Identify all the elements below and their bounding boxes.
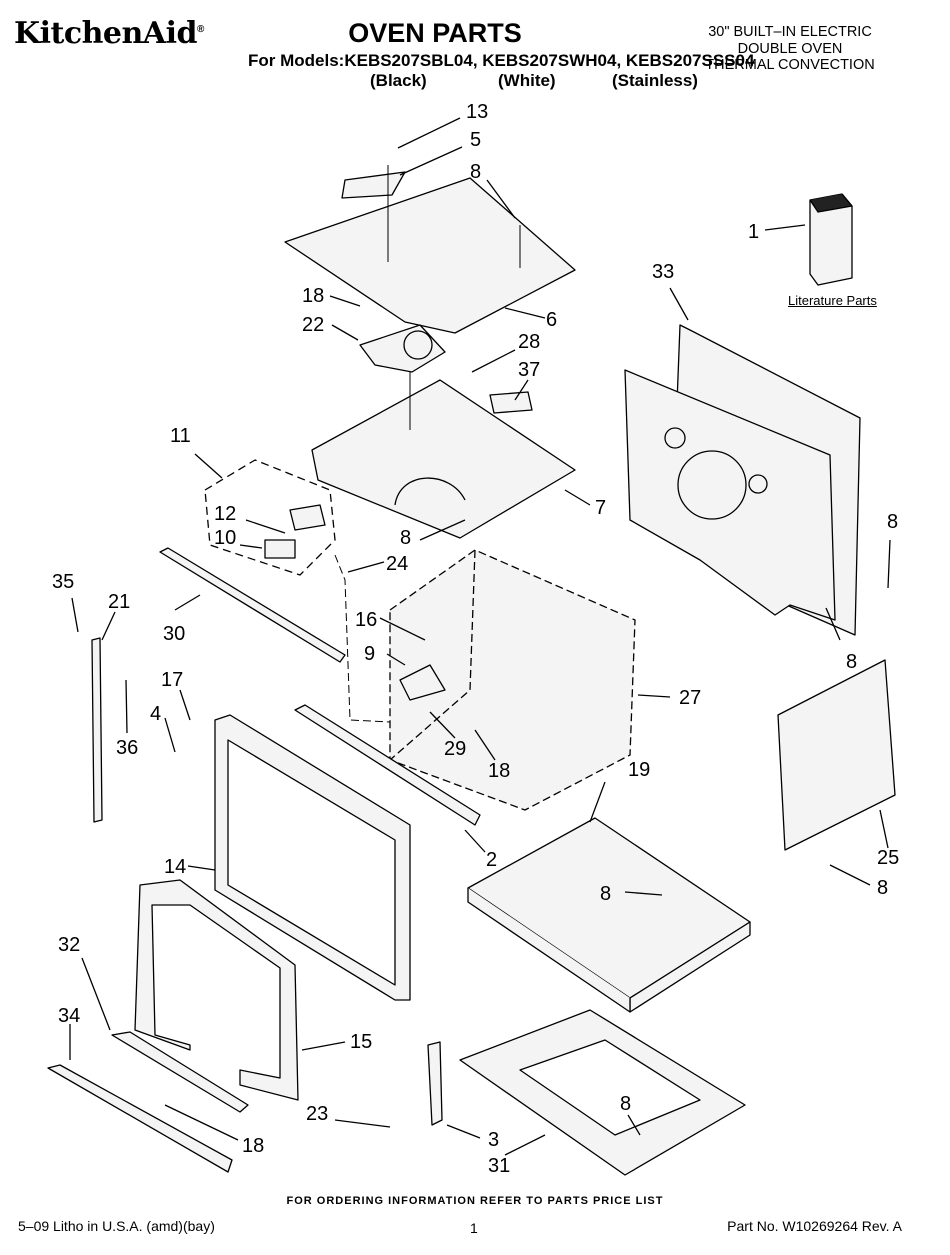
callout-label: 27 bbox=[679, 687, 701, 709]
model-color-stainless: (Stainless) bbox=[612, 71, 698, 90]
callout-label: 36 bbox=[116, 737, 138, 759]
trim-2 bbox=[294, 704, 481, 826]
callout-label: 12 bbox=[214, 503, 236, 525]
rear-port-right bbox=[748, 474, 768, 494]
model-list: For Models:KEBS207SBL04, KEBS207SWH04, K… bbox=[248, 51, 755, 70]
callout-label: 19 bbox=[628, 759, 650, 781]
booklet-spine bbox=[809, 193, 853, 213]
callout-label: 8 bbox=[846, 651, 857, 673]
callout-label: 10 bbox=[214, 527, 236, 549]
front-frame-opening bbox=[227, 739, 396, 986]
outer-shell-front bbox=[467, 888, 631, 1013]
motor-bracket bbox=[359, 324, 446, 373]
product-line: 30" BUILT–IN ELECTRIC bbox=[708, 24, 872, 40]
convection-fan-cover bbox=[677, 450, 747, 520]
literature-parts-label: Literature Parts bbox=[788, 293, 877, 308]
callout-label: 4 bbox=[150, 703, 161, 725]
callout-label: 17 bbox=[161, 669, 183, 691]
callout-label: 31 bbox=[488, 1155, 510, 1177]
callout-label: 3 bbox=[488, 1129, 499, 1151]
brand-logo: KitchenAid® bbox=[14, 16, 204, 51]
product-line: DOUBLE OVEN bbox=[737, 40, 843, 57]
lamp-socket bbox=[289, 504, 326, 531]
callout-label: 25 bbox=[877, 847, 899, 869]
seal-32 bbox=[111, 1031, 249, 1113]
callout-label: 8 bbox=[600, 883, 611, 905]
top-bracket bbox=[341, 171, 406, 199]
callout-label: 2 bbox=[486, 849, 497, 871]
model-color-black: (Black) bbox=[370, 71, 427, 90]
callout-label: 15 bbox=[350, 1031, 372, 1053]
callout-label: 1 bbox=[748, 221, 759, 243]
page-title: OVEN PARTS bbox=[348, 18, 522, 48]
callout-label: 9 bbox=[364, 643, 375, 665]
callout-label: 5 bbox=[470, 129, 481, 151]
callout-labels: 13 5 8 1 18 6 22 28 37 33 11 7 12 8 10 2… bbox=[52, 101, 899, 1177]
callout-label: 29 bbox=[444, 738, 466, 760]
callout-label: 16 bbox=[355, 609, 377, 631]
tray-recess bbox=[394, 477, 466, 506]
part-number: Part No. W10269264 Rev. A bbox=[727, 1218, 902, 1234]
callout-label: 8 bbox=[877, 877, 888, 899]
cavity-edge bbox=[389, 549, 476, 761]
litho-note: 5–09 Litho in U.S.A. (amd)(bay) bbox=[18, 1218, 215, 1234]
lamp-lens bbox=[264, 539, 296, 559]
callout-label: 13 bbox=[466, 101, 488, 123]
callout-label: 18 bbox=[488, 760, 510, 782]
callout-label: 18 bbox=[302, 285, 324, 307]
vent-34 bbox=[47, 1064, 233, 1173]
callout-label: 7 bbox=[595, 497, 606, 519]
callout-label: 32 bbox=[58, 934, 80, 956]
top-panel bbox=[284, 177, 576, 334]
callout-label: 11 bbox=[170, 425, 191, 447]
side-panel bbox=[777, 659, 896, 851]
callout-label: 21 bbox=[108, 591, 130, 613]
ordering-note: FOR ORDERING INFORMATION REFER TO PARTS … bbox=[286, 1195, 664, 1207]
fan-motor-9 bbox=[399, 664, 446, 701]
callout-label: 35 bbox=[52, 571, 74, 593]
callout-label: 34 bbox=[58, 1005, 80, 1027]
callout-label: 6 bbox=[546, 309, 557, 331]
callout-label: 28 bbox=[518, 331, 540, 353]
product-line: THERMAL CONVECTION bbox=[705, 57, 875, 73]
motor-housing bbox=[403, 330, 433, 360]
model-color-white: (White) bbox=[498, 71, 556, 90]
callout-label: 18 bbox=[242, 1135, 264, 1157]
callout-label: 22 bbox=[302, 314, 324, 336]
callout-label: 14 bbox=[164, 856, 186, 878]
callout-label: 8 bbox=[620, 1093, 631, 1115]
side-trim bbox=[91, 637, 103, 823]
bracket-3 bbox=[427, 1041, 443, 1126]
callout-label: 8 bbox=[400, 527, 411, 549]
callout-label: 23 bbox=[306, 1103, 328, 1125]
harness-route bbox=[334, 554, 391, 723]
product-description: 30" BUILT–IN ELECTRIC DOUBLE OVEN THERMA… bbox=[680, 24, 900, 74]
base-pan-opening bbox=[519, 1039, 701, 1136]
callout-label: 24 bbox=[386, 553, 408, 575]
rear-port-left bbox=[664, 427, 686, 449]
harness-group-outline bbox=[204, 459, 336, 576]
page-number: 1 bbox=[470, 1220, 478, 1236]
callout-label: 8 bbox=[887, 511, 898, 533]
vent-trim bbox=[159, 547, 346, 663]
callout-label: 37 bbox=[518, 359, 540, 381]
callout-label: 8 bbox=[470, 161, 481, 183]
callout-label: 30 bbox=[163, 623, 185, 645]
cooling-tray bbox=[311, 379, 576, 539]
door-gasket bbox=[134, 879, 299, 1101]
bracket-37 bbox=[489, 391, 533, 414]
leader-arrows bbox=[69, 117, 891, 1156]
outer-shell-top bbox=[467, 817, 751, 999]
callout-label: 33 bbox=[652, 261, 674, 283]
